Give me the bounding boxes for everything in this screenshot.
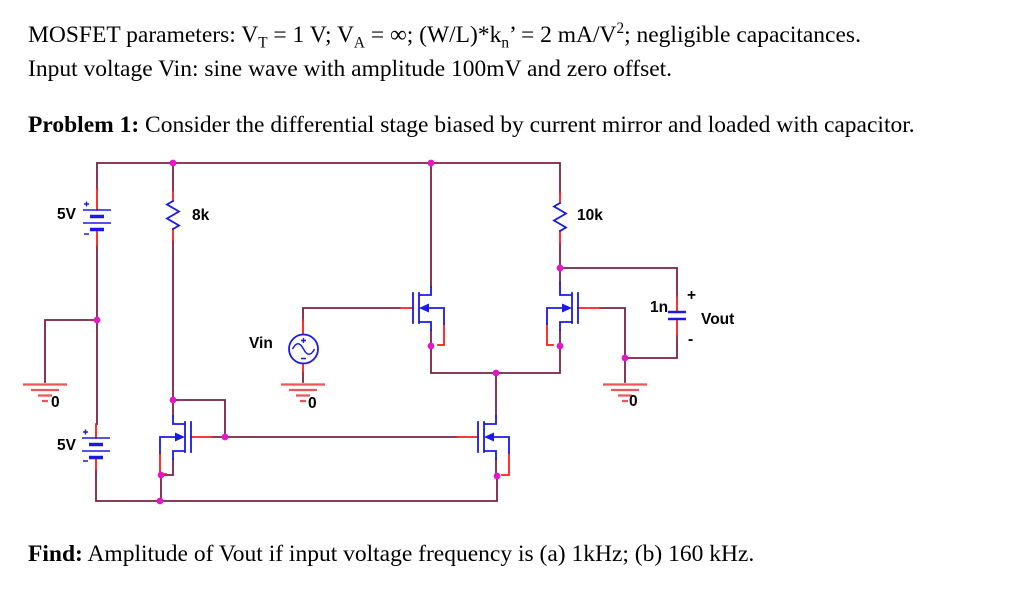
vin-label: Vin — [249, 335, 273, 352]
problem-statement: Problem 1: Consider the differential sta… — [28, 112, 915, 138]
mosfet-parameters-line: MOSFET parameters: VT = 1 V; VA = ∞; (W/… — [28, 20, 861, 52]
mosfet-m3 — [159, 415, 192, 460]
vss-label: 5V — [57, 437, 77, 454]
find-statement: Find: Amplitude of Vout if input voltage… — [28, 541, 755, 567]
vss-battery-symbol — [82, 429, 110, 462]
r2-label: 10k — [577, 207, 603, 224]
mosfet-m1 — [412, 286, 445, 331]
ground-symbol-vin — [281, 383, 325, 403]
vout-label: Vout — [701, 311, 734, 328]
gnd3-label: 0 — [629, 393, 638, 410]
gnd1-label: 0 — [51, 394, 60, 411]
r1-label: 8k — [192, 207, 210, 224]
problem-label: Problem 1: — [28, 112, 140, 138]
vin-source-symbol — [288, 333, 319, 365]
ground-symbol-right — [603, 383, 647, 403]
mosfet-m2 — [546, 282, 579, 331]
junction-dots — [93, 159, 629, 505]
capacitor-symbol — [668, 310, 686, 321]
resistor-10k-symbol — [552, 201, 568, 233]
vout-minus-label: - — [688, 331, 693, 348]
mosfet-m4 — [477, 415, 510, 460]
vout-plus-label: + — [687, 287, 696, 304]
cap-label: 1n — [650, 299, 668, 316]
input-voltage-line: Input voltage Vin: sine wave with amplit… — [28, 56, 673, 82]
pin-stubs — [95, 188, 678, 476]
vdd-battery-symbol — [83, 201, 111, 235]
find-label: Find: — [28, 541, 83, 567]
gnd2-label: 0 — [308, 395, 317, 412]
vdd-label: 5V — [57, 206, 77, 223]
resistor-8k-symbol — [165, 199, 181, 231]
wires — [44, 162, 678, 502]
ground-symbol-left — [23, 383, 67, 403]
